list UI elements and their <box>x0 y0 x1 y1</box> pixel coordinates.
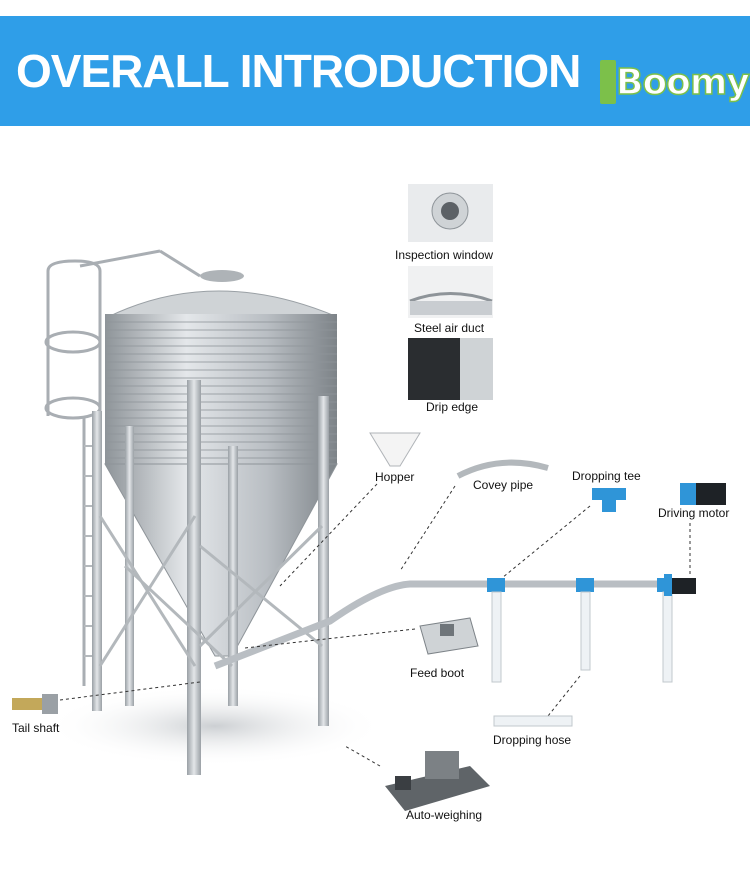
silo-body <box>105 314 337 464</box>
drip-edge-photo <box>408 338 493 400</box>
drip-edge-label: Drip edge <box>426 400 479 414</box>
leg-braces <box>98 515 324 668</box>
silo-diagram: Inspection window Steel air duct Drip ed… <box>0 126 750 869</box>
silo-roof <box>109 290 336 317</box>
silo-corrugation <box>105 321 337 459</box>
page-title: OVERALL INTRODUCTION <box>16 45 581 97</box>
hopper-photo <box>369 432 421 467</box>
logo-text: Boomy <box>615 61 750 104</box>
tail-shaft-label: Tail shaft <box>12 721 60 735</box>
steel-air-duct-label: Steel air duct <box>414 321 485 335</box>
covey-pipe-photo <box>456 459 549 479</box>
inspection-window-label: Inspection window <box>395 248 494 262</box>
driving-motor-unit <box>664 574 696 596</box>
logo-mark <box>600 60 616 104</box>
inspection-window-photo <box>408 184 493 242</box>
silo-legs <box>92 380 329 775</box>
auto-weighing-photo <box>385 751 490 811</box>
header-banner: OVERALL INTRODUCTION Boomy <box>0 16 750 126</box>
dropping-hoses <box>491 591 673 683</box>
dropping-hose-label: Dropping hose <box>493 733 572 747</box>
driving-motor-label: Driving motor <box>658 506 730 520</box>
dropping-tee-photo <box>592 488 626 512</box>
feed-boot-label: Feed boot <box>410 666 465 680</box>
hopper-label: Hopper <box>375 470 415 484</box>
feed-pipe <box>213 580 670 670</box>
dropping-hose-photo <box>493 715 573 727</box>
leader-lines <box>59 483 691 767</box>
auto-weighing-label: Auto-weighing <box>406 808 483 822</box>
diagram-canvas <box>12 184 726 811</box>
silo-top-cap <box>200 270 244 282</box>
driving-motor-photo <box>680 483 726 505</box>
steel-air-duct-photo <box>408 266 493 318</box>
tail-shaft-photo <box>12 694 58 714</box>
boomy-logo: Boomy <box>598 56 750 118</box>
covey-pipe-label: Covey pipe <box>473 478 534 492</box>
dropping-tee-label: Dropping tee <box>572 469 641 483</box>
feed-boot-photo <box>419 617 479 655</box>
